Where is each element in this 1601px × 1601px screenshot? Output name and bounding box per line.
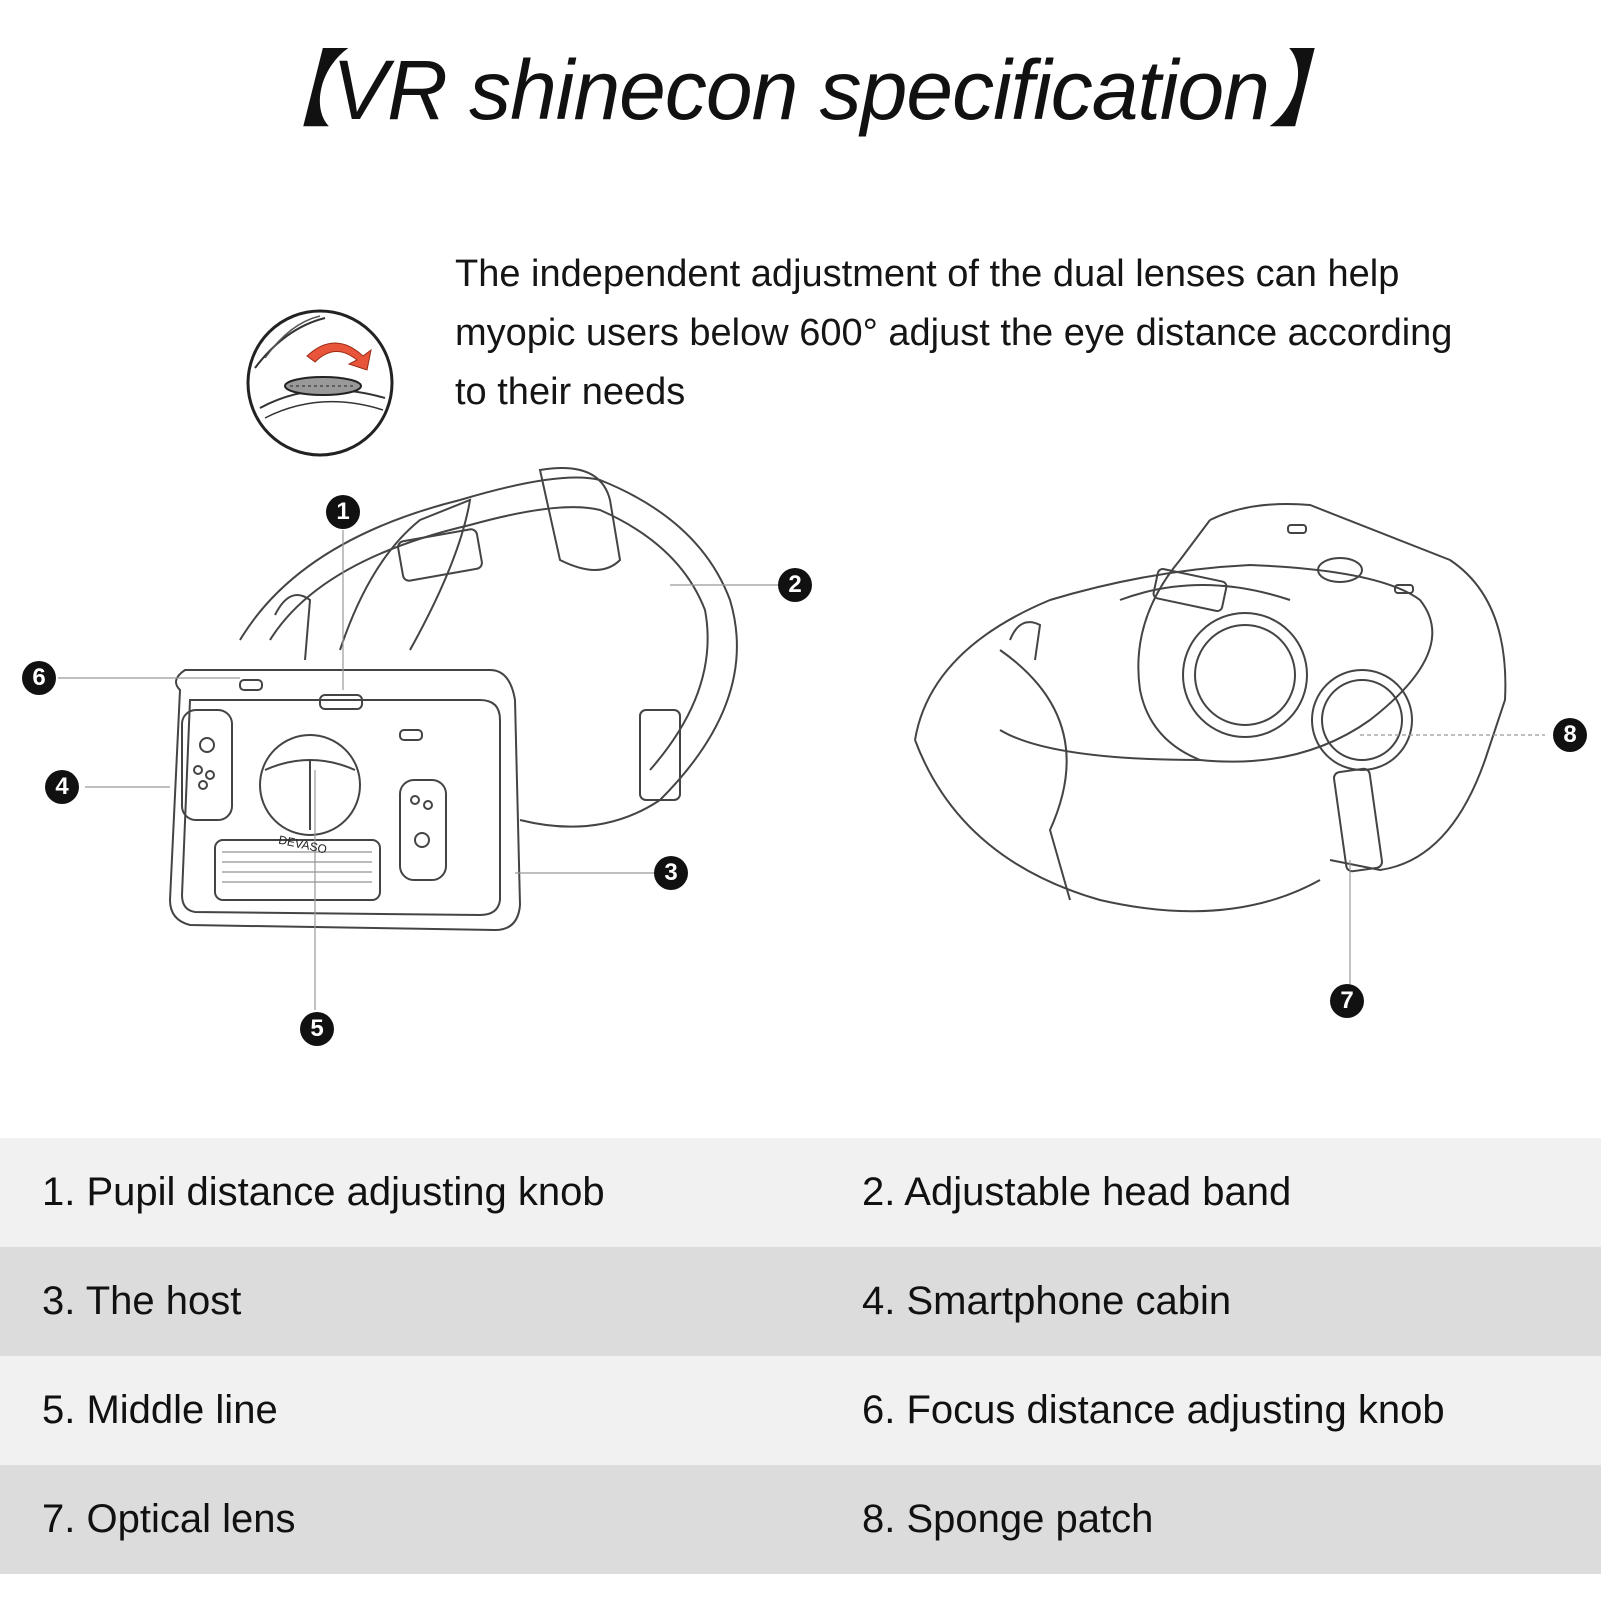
front-faceplate: [168, 669, 522, 932]
spec-row: 1. Pupil distance adjusting knob 2. Adju…: [0, 1138, 1601, 1247]
device-brand: DEVASO: [277, 833, 328, 857]
spec-item: 7. Optical lens: [42, 1497, 296, 1541]
spec-item: 4. Smartphone cabin: [862, 1279, 1232, 1323]
rotate-arrow-icon: [306, 342, 372, 371]
spec-item: 8. Sponge patch: [862, 1497, 1154, 1541]
head-strap-left: [239, 476, 738, 828]
page-title: 【VR shinecon specification】: [249, 43, 1353, 137]
callout-4: 4: [45, 770, 79, 804]
callout-5: 5: [300, 1012, 334, 1046]
description-line-1: The independent adjustment of the dual l…: [455, 253, 1400, 295]
description-line-2: myopic users below 600° adjust the eye d…: [455, 312, 1453, 354]
visor-body: [1209, 503, 1507, 872]
spec-item: 6. Focus distance adjusting knob: [862, 1388, 1445, 1432]
callout-3: 3: [654, 856, 688, 890]
callout-1: 1: [326, 495, 360, 529]
callout-7: 7: [1330, 984, 1364, 1018]
spec-item: 3. The host: [42, 1279, 242, 1323]
spec-item: 2. Adjustable head band: [862, 1170, 1292, 1214]
headset-illustrations: DEVASO: [58, 467, 1545, 1010]
spec-row: 3. The host 4. Smartphone cabin: [0, 1247, 1601, 1356]
feature-description: The independent adjustment of the dual l…: [455, 245, 1575, 422]
description-line-3: to their needs: [455, 371, 686, 413]
head-strap-right: [914, 563, 1434, 763]
spec-item: 5. Middle line: [42, 1388, 278, 1432]
spec-row: 5. Middle line 6. Focus distance adjusti…: [0, 1356, 1601, 1465]
callout-2: 2: [778, 568, 812, 602]
knob-detail-illustration: [246, 309, 394, 457]
spec-table: 1. Pupil distance adjusting knob 2. Adju…: [0, 1138, 1601, 1574]
callout-8: 8: [1553, 718, 1587, 752]
spec-item: 1. Pupil distance adjusting knob: [42, 1170, 605, 1214]
callout-6: 6: [22, 661, 56, 695]
spec-row: 7. Optical lens 8. Sponge patch: [0, 1465, 1601, 1574]
